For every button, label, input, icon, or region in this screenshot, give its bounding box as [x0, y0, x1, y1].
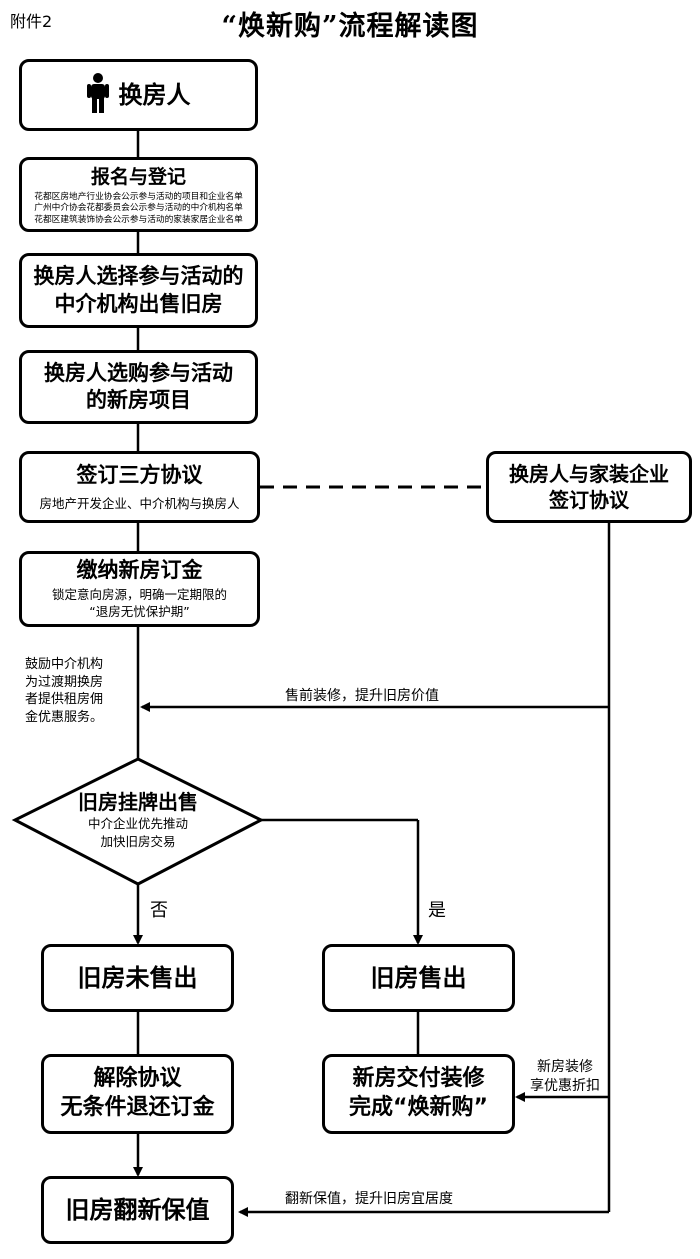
node-decor-agreement: 换房人与家装企业 签订协议 [486, 451, 692, 523]
node-sell-agent: 换房人选择参与活动的 中介机构出售旧房 [19, 253, 258, 328]
agent-note-line: 者提供租房佣 [25, 692, 104, 708]
discount-note: 新房装修 享优惠折扣 [530, 1058, 600, 1096]
register-line-3: 花都区建筑装饰协会公示参与活动的家装家居企业名单 [34, 214, 243, 225]
branch-no-label: 否 [150, 900, 168, 921]
branch-yes-label: 是 [428, 900, 446, 921]
presale-label: 售前装修，提升旧房价值 [285, 688, 439, 704]
sell-agent-line-2: 中介机构出售旧房 [54, 291, 223, 316]
decor-line-2: 签订协议 [549, 488, 629, 512]
buy-new-line-2: 的新房项目 [86, 388, 191, 412]
node-buy-new: 换房人选购参与活动 的新房项目 [19, 350, 258, 424]
agent-note: 鼓励中介机构 为过渡期换房 者提供租房佣 金优惠服务。 [25, 656, 103, 726]
deposit-sub-2: “退房无忧保护期” [89, 603, 190, 619]
person-icon [86, 73, 109, 117]
listing-text: 旧房挂牌出售 中介企业优先推动 加快旧房交易 [15, 789, 261, 850]
node-deposit: 缴纳新房订金 锁定意向房源，明确一定期限的 “退房无忧保护期” [19, 551, 260, 627]
node-start: 换房人 [19, 59, 258, 131]
agent-note-line: 金优惠服务。 [25, 709, 104, 725]
unsold-label: 旧房未售出 [77, 964, 198, 992]
node-sold: 旧房售出 [322, 944, 515, 1012]
agent-note-line: 为过渡期换房 [25, 674, 104, 690]
renovate-label: 旧房翻新保值 [65, 1196, 210, 1224]
node-renovate: 旧房翻新保值 [41, 1176, 234, 1244]
attachment-label: 附件2 [10, 12, 53, 31]
sell-agent-line-1: 换房人选择参与活动的 [33, 264, 244, 289]
node-register: 报名与登记 花都区房地产行业协会公示参与活动的项目和企业名单 广州中介协会花都委… [19, 157, 258, 232]
decor-line-1: 换房人与家装企业 [509, 462, 669, 486]
listing-sub-1: 中介企业优先推动 [87, 816, 188, 831]
buy-new-line-1: 换房人选购参与活动 [44, 360, 233, 385]
deliver-line-1: 新房交付装修 [352, 1066, 485, 1092]
deliver-line-2: 完成“焕新购” [349, 1095, 488, 1120]
agent-note-line: 鼓励中介机构 [25, 657, 104, 672]
register-line-2: 广州中介协会花都委员会公示参与活动的中介机构名单 [34, 203, 243, 214]
node-unsold: 旧房未售出 [41, 944, 234, 1012]
tripartite-sub: 房地产开发企业、中介机构与换房人 [39, 496, 240, 512]
register-title: 报名与登记 [90, 166, 186, 189]
node-deliver: 新房交付装修 完成“焕新购” [322, 1054, 515, 1134]
renovate-note: 翻新保值，提升旧房宜居度 [285, 1191, 453, 1207]
deposit-title: 缴纳新房订金 [76, 558, 203, 583]
sold-label: 旧房售出 [370, 964, 467, 992]
start-label: 换房人 [118, 81, 191, 109]
cancel-line-1: 解除协议 [93, 1066, 182, 1092]
listing-title: 旧房挂牌出售 [78, 790, 198, 814]
page-title: “焕新购”流程解读图 [221, 11, 479, 42]
tripartite-title: 签订三方协议 [76, 462, 203, 487]
deposit-sub-1: 锁定意向房源，明确一定期限的 [51, 586, 227, 602]
cancel-line-2: 无条件退还订金 [60, 1095, 215, 1120]
node-cancel: 解除协议 无条件退还订金 [41, 1054, 234, 1134]
register-line-1: 花都区房地产行业协会公示参与活动的项目和企业名单 [34, 191, 243, 202]
node-tripartite: 签订三方协议 房地产开发企业、中介机构与换房人 [19, 451, 260, 523]
listing-sub-2: 加快旧房交易 [100, 833, 176, 849]
discount-line: 享优惠折扣 [530, 1077, 600, 1094]
discount-line: 新房装修 [537, 1059, 593, 1075]
decision-diamond [11, 757, 265, 886]
